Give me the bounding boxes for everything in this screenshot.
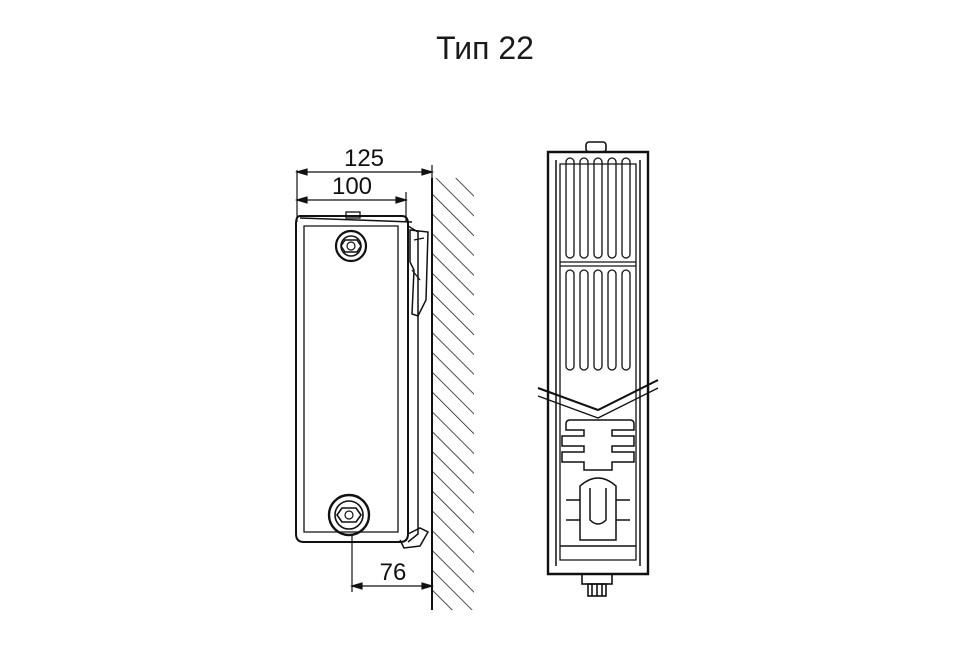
dimension-label-connection-offset: 76: [380, 559, 407, 586]
wall: [431, 178, 474, 610]
radiator-top-view: [537, 141, 659, 597]
convector-fins-upper: [560, 157, 636, 267]
convector-fins-middle: [565, 269, 631, 371]
dimension-label-total-depth: 125: [344, 145, 384, 172]
dimension-label-panel-depth: 100: [332, 173, 372, 200]
dimension-100: [294, 192, 409, 222]
page-title: Тип 22: [436, 30, 534, 66]
dimension-76: [349, 535, 435, 592]
top-connection-fitting: [334, 229, 368, 263]
bottom-plug: [581, 573, 613, 597]
wall-hatching: [432, 178, 474, 610]
radiator-side-view: [295, 211, 430, 549]
dimension-125: [294, 165, 435, 222]
cutaway-interior: [560, 419, 636, 547]
bottom-connection-fitting: [327, 493, 371, 537]
